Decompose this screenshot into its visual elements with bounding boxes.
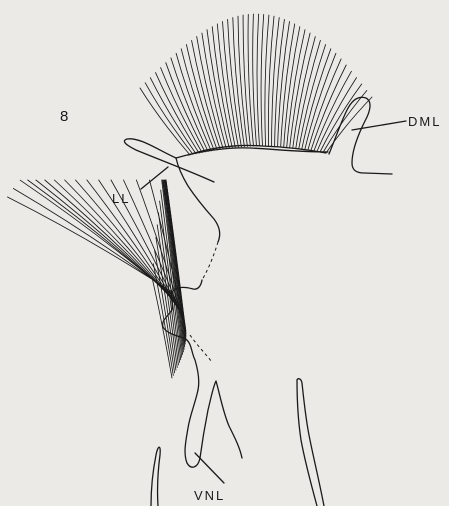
vnl-leader-line bbox=[195, 453, 224, 483]
lower-chaeta-line bbox=[13, 189, 173, 295]
upper-chaeta-line bbox=[140, 88, 190, 155]
ventral-neuropodial-lobe-outline bbox=[185, 381, 242, 467]
dml-leader-line bbox=[352, 121, 406, 130]
bristle-stub-left bbox=[151, 447, 160, 506]
upper-chaeta-line bbox=[186, 45, 217, 150]
lower-chaeta-line bbox=[162, 180, 182, 357]
body-wall-outline bbox=[176, 158, 220, 242]
upper-chaeta-line bbox=[299, 45, 326, 149]
lower-chaeta-line bbox=[153, 264, 173, 376]
dashed-continuation-upper bbox=[202, 242, 218, 280]
upper-chaeta-line bbox=[150, 78, 196, 154]
upper-chaeta-line bbox=[275, 19, 285, 146]
upper-chaeta-line bbox=[261, 14, 264, 146]
dashed-continuation-lower bbox=[190, 335, 212, 362]
upper-chaeta-line bbox=[257, 14, 260, 146]
upper-chaeta-line bbox=[278, 22, 290, 147]
lower-chaetae-bundle bbox=[8, 180, 187, 378]
upper-chaeta-line bbox=[281, 24, 295, 147]
upper-chaeta-line bbox=[156, 73, 200, 154]
lower-chaeta-line bbox=[20, 180, 174, 297]
upper-chaeta-line bbox=[145, 83, 193, 155]
label-dml: DML bbox=[408, 114, 441, 129]
figure-number: 8 bbox=[60, 108, 68, 125]
label-vnl: VNL bbox=[194, 488, 225, 503]
upper-chaeta-line bbox=[161, 68, 203, 153]
lower-chaeta-line bbox=[28, 180, 176, 300]
bristle-stub-right-inner bbox=[297, 380, 317, 506]
upper-chaeta-line bbox=[253, 14, 257, 146]
label-ll: LL bbox=[112, 191, 130, 206]
lateral-lobe-outline bbox=[124, 139, 214, 182]
upper-chaeta-line bbox=[293, 37, 316, 148]
upper-chaeta-line bbox=[238, 16, 247, 146]
